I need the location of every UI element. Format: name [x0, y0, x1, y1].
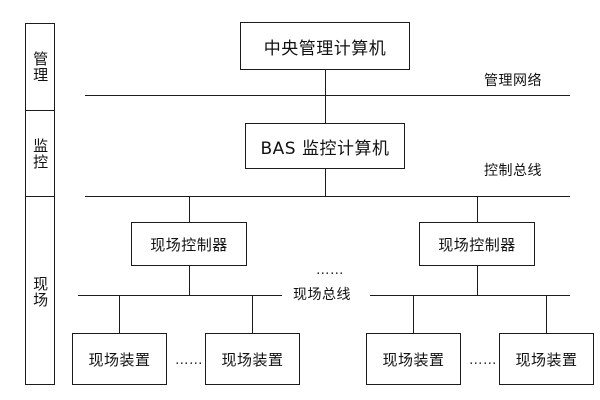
connector-field-bus-to-device-1 — [119, 295, 120, 333]
stage-label-monitoring: 监控 — [31, 137, 50, 170]
node-field-device-3[interactable]: 现场装置 — [366, 333, 461, 385]
bus-management-network — [85, 95, 570, 96]
connector-field-bus-to-device-3 — [413, 295, 414, 333]
bus-control — [85, 196, 570, 197]
node-bas-monitoring-computer[interactable]: BAS 监控计算机 — [245, 123, 405, 169]
node-field-device-1[interactable]: 现场装置 — [72, 333, 167, 385]
stage-column: 管理 监控 现场 — [25, 23, 55, 385]
node-bas-monitoring-computer-label: BAS 监控计算机 — [260, 138, 390, 159]
node-field-device-3-label: 现场装置 — [382, 350, 445, 369]
connector-field-bus-to-device-2 — [252, 295, 253, 333]
stage-cell-management: 管理 — [26, 24, 54, 110]
bus-label-management-network: 管理网络 — [484, 70, 542, 90]
ellipsis-between-devices-left: …… — [170, 352, 208, 368]
bus-field-segment-left — [78, 295, 282, 296]
bus-label-control: 控制总线 — [484, 160, 542, 180]
bus-field-segment-right — [370, 295, 570, 296]
connector-field-bus-to-device-4 — [546, 295, 547, 333]
stage-cell-field: 现场 — [26, 196, 54, 386]
node-field-device-2[interactable]: 现场装置 — [205, 333, 300, 385]
ellipsis-between-controllers: …… — [300, 262, 360, 278]
connector-controller-left-to-field-bus — [189, 266, 190, 295]
node-central-management-computer[interactable]: 中央管理计算机 — [240, 22, 410, 70]
node-central-management-computer-label: 中央管理计算机 — [263, 38, 387, 59]
node-field-controller-right[interactable]: 现场控制器 — [419, 222, 535, 266]
connector-bas-to-control-bus — [325, 169, 326, 196]
node-field-controller-right-label: 现场控制器 — [438, 235, 516, 254]
connector-management-network-to-bas — [325, 95, 326, 123]
node-field-device-4-label: 现场装置 — [515, 350, 578, 369]
connector-control-bus-to-controller-right — [477, 196, 478, 222]
stage-label-field: 现场 — [31, 275, 50, 308]
bus-label-field: 现场总线 — [293, 284, 351, 304]
connector-controller-right-to-field-bus — [477, 266, 478, 295]
node-field-controller-left[interactable]: 现场控制器 — [131, 222, 247, 266]
stage-label-management: 管理 — [31, 51, 50, 83]
stage-cell-monitoring: 监控 — [26, 110, 54, 196]
node-field-device-2-label: 现场装置 — [221, 350, 284, 369]
node-field-device-1-label: 现场装置 — [88, 350, 151, 369]
ellipsis-between-devices-right: …… — [464, 352, 502, 368]
connector-central-to-management-network — [325, 70, 326, 95]
node-field-device-4[interactable]: 现场装置 — [499, 333, 594, 385]
node-field-controller-left-label: 现场控制器 — [150, 235, 228, 254]
connector-control-bus-to-controller-left — [189, 196, 190, 222]
